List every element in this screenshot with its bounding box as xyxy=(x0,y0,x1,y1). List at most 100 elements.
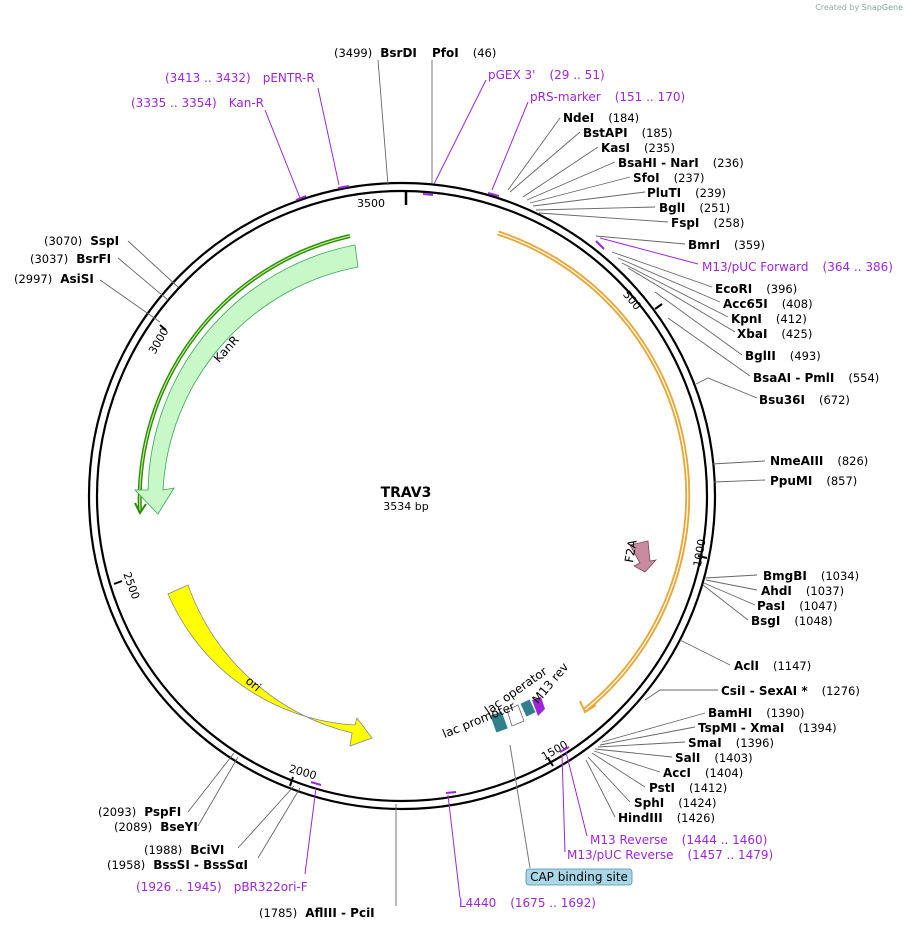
m13-rev-arrow xyxy=(532,697,545,716)
tick-mark-2500 xyxy=(113,580,123,585)
site-labels-right: (3499)BsrDI PfoI(46) NdeI(184) BstAPI(18… xyxy=(334,46,879,825)
primer-marker-l4440 xyxy=(445,791,457,794)
cds-arc-center xyxy=(497,232,689,711)
leader-bmri xyxy=(595,235,686,245)
site-sspi: (3070)SspI xyxy=(44,234,119,248)
site-sphi: SphI(1424) xyxy=(634,796,717,810)
leader-bcivi xyxy=(237,785,295,849)
site-kpni: KpnI(412) xyxy=(731,312,807,326)
leader-bstapi xyxy=(509,131,581,193)
site-pluti: PluTI(239) xyxy=(647,186,726,200)
leader-kpni xyxy=(621,262,729,318)
leader-bsaai xyxy=(667,317,751,377)
kanr-arc-center xyxy=(139,235,351,513)
tick-label-2500: 2500 xyxy=(120,570,142,601)
leader-acli xyxy=(679,639,731,666)
leader-kanr-primer xyxy=(264,109,301,199)
primer-marker-pentr xyxy=(337,185,350,189)
leader-kasi xyxy=(522,146,599,198)
leader-bsssi xyxy=(257,787,301,859)
site-tspmi-xmai: TspMI - XmaI(1394) xyxy=(698,721,837,735)
leader-bsrfi xyxy=(117,257,169,301)
leader-psti xyxy=(591,752,646,788)
tick-label-3500: 3500 xyxy=(357,197,385,210)
primer-marker-prs xyxy=(487,192,500,197)
primer-kan-r: (3335 .. 3354)Kan-R xyxy=(131,96,264,110)
site-bseyi: (2089)BseYI xyxy=(114,820,198,834)
leader-acci xyxy=(593,750,661,773)
cap-binding-site-label: CAP binding site xyxy=(530,870,628,884)
leader-pasi xyxy=(703,582,756,606)
leader-tspmi xyxy=(599,726,696,746)
site-ndei: NdeI(184) xyxy=(563,111,639,125)
leader-csii xyxy=(644,689,718,701)
site-csii-sexai: CsiI - SexAI *(1276) xyxy=(721,684,860,698)
tick-label-3000: 3000 xyxy=(146,326,171,357)
site-pasi: PasI(1047) xyxy=(757,599,837,613)
credit-brand: SnapGene xyxy=(861,3,903,12)
leader-bsgi xyxy=(702,584,749,621)
site-pfoi: PfoI(46) xyxy=(432,46,496,60)
site-bcivi: (1988)BciVI xyxy=(144,843,224,857)
site-acc65i: Acc65I(408) xyxy=(723,297,813,311)
tick-label-1000: 1000 xyxy=(691,538,709,568)
leader-asisi xyxy=(99,279,161,323)
backbone-inner-ring xyxy=(95,189,709,803)
primer-pentr-r: (3413 .. 3432)pENTR-R xyxy=(165,71,315,85)
leader-bglii xyxy=(654,291,743,356)
tick-mark-3000 xyxy=(159,324,167,331)
site-bsu36i: Bsu36I(672) xyxy=(759,393,850,407)
site-ecori: EcoRI(396) xyxy=(715,282,797,296)
primer-l4440: L4440(1675 .. 1692) xyxy=(459,896,596,910)
credit-prefix: Created by xyxy=(815,3,860,12)
primer-marker-m13-rev xyxy=(559,746,570,753)
leader-ahdi xyxy=(705,579,758,591)
site-labels-left: (1785)AflIII - PciI (1958)BssSI - BssSαI… xyxy=(14,234,375,920)
site-bglii: BglII(493) xyxy=(745,349,821,363)
f2a-feature-arrow xyxy=(629,540,658,573)
site-sali: SalI(1403) xyxy=(675,751,753,765)
cds-arc-arrowhead xyxy=(579,700,597,714)
kanr-feature-arrow xyxy=(134,244,359,515)
backbone-outer-ring xyxy=(87,181,717,811)
site-xbai: XbaI(425) xyxy=(737,327,812,341)
site-bamhi: BamHI(1390) xyxy=(708,706,805,720)
tick-mark-1500 xyxy=(547,757,554,767)
site-nmeaiii: NmeAIII(826) xyxy=(770,454,868,468)
cap-binding-site-box xyxy=(525,868,633,886)
leader-m13-fwd xyxy=(599,237,699,265)
leader-pgex3 xyxy=(433,79,487,185)
leader-bsrdi xyxy=(377,59,389,186)
m13-rev-shape xyxy=(520,699,536,717)
site-bsrfi: (3037)BsrFI xyxy=(30,252,111,266)
site-bgli: BglI(251) xyxy=(659,201,730,215)
primer-pbr322ori-f: (1926 .. 1945)pBR322ori-F xyxy=(136,880,308,894)
leader-bsahi xyxy=(526,161,616,201)
primer-m13-puc-reverse: M13/pUC Reverse(1457 .. 1479) xyxy=(567,848,773,862)
leader-ecori xyxy=(611,251,713,288)
leader-hindiii xyxy=(585,759,616,818)
site-fspi: FspI(258) xyxy=(671,216,744,230)
primer-prs-marker: pRS-marker(151 .. 170) xyxy=(530,90,685,104)
leader-sfoi xyxy=(529,176,631,204)
site-kasi: KasI(235) xyxy=(601,141,675,155)
leader-pluti xyxy=(532,191,646,207)
plasmid-name: TRAV3 xyxy=(381,485,432,501)
site-asisi: (2997)AsiSI xyxy=(14,272,94,286)
site-bsahi-nari: BsaHI - NarI(236) xyxy=(618,156,744,170)
site-psti: PstI(1412) xyxy=(649,781,727,795)
site-afliii-pcii: (1785)AflIII - PciI xyxy=(259,906,375,920)
site-bsgi: BsgI(1048) xyxy=(751,614,833,628)
leader-pspfi xyxy=(187,752,235,813)
leader-m13-puc-rev xyxy=(561,754,566,853)
site-bsssi: (1958)BssSI - BssSαI xyxy=(107,858,248,872)
cap-leader xyxy=(509,744,531,869)
leader-prs xyxy=(491,101,529,191)
tick-mark-2000 xyxy=(289,776,294,787)
primer-m13-reverse: M13 Reverse(1444 .. 1460) xyxy=(590,833,767,847)
leader-bseyi xyxy=(197,756,239,827)
leader-ndei xyxy=(507,117,561,191)
leader-bamhi xyxy=(601,712,706,743)
primer-marker-m13-fwd xyxy=(595,240,605,250)
